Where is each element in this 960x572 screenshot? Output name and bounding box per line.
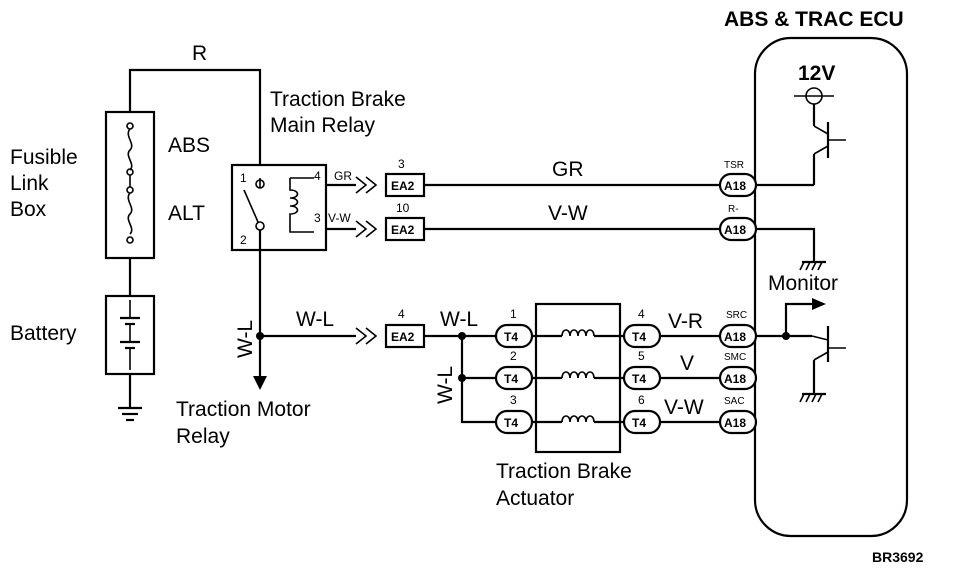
monitor-label: Monitor: [768, 272, 838, 295]
main-relay-box: [230, 163, 328, 252]
svg-text:EA2: EA2: [391, 330, 415, 344]
wire-r-feed: [128, 68, 262, 178]
actuator-coil-icon-1: [532, 329, 624, 338]
battery-cells: [120, 300, 140, 370]
svg-text:EA2: EA2: [391, 179, 415, 193]
wire-label-wl-branch: W-L: [434, 366, 457, 404]
signal-smc: SMC: [724, 352, 746, 363]
svg-text:T4: T4: [632, 416, 646, 430]
fusible-link-label-2: Link: [10, 172, 49, 195]
arrow-right-icon: [812, 298, 826, 310]
connector-a18-tsr: A18: [718, 172, 758, 198]
supply-terminal-icon: [794, 87, 834, 126]
fusible-link-label-1: Fusible: [10, 146, 78, 169]
fuse-label-abs: ABS: [168, 134, 210, 157]
main-relay-label-1: Traction Brake: [270, 88, 406, 111]
connector-a18-sac: A18: [718, 409, 758, 435]
signal-tsr: TSR: [724, 160, 744, 171]
wire-label-vw-short: V-W: [328, 211, 351, 225]
wire-label-relay-wl: W-L: [234, 320, 257, 358]
wire-label-r: R: [192, 42, 207, 65]
connector-t4-out-6: T4: [622, 409, 662, 435]
connector-t4-out-4: T4: [622, 323, 662, 349]
ground-icon: [118, 406, 142, 422]
wire-label-vw: V-W: [548, 202, 588, 225]
ground-icon-ecu-lower: [799, 392, 826, 403]
connector-t4-in-2: T4: [494, 365, 534, 391]
svg-text:A18: A18: [724, 179, 746, 193]
relay-coil-icon: [289, 177, 314, 233]
ecu-title: ABS & TRAC ECU: [724, 8, 904, 31]
wire-label-wl-to-connector: W-L: [296, 308, 334, 331]
relay-pin-3: 3: [314, 211, 321, 225]
svg-text:A18: A18: [724, 416, 746, 430]
ecu-box: [753, 36, 909, 538]
connector-t4-in-3: T4: [494, 409, 534, 435]
relay-pin-2: 2: [240, 233, 247, 247]
connector-t4-in-1-pin: 1: [510, 307, 517, 321]
connector-t4-out-4-pin: 4: [638, 307, 645, 321]
connector-a18-src: A18: [718, 323, 758, 349]
wire-label-gr: GR: [552, 158, 584, 181]
transistor-icon-upper: [812, 122, 846, 185]
connector-t4-out-6-pin: 6: [638, 393, 645, 407]
actuator-label-2: Actuator: [496, 487, 574, 510]
relay-contacts: [243, 178, 265, 231]
wire-label-vr: V-R: [668, 310, 703, 333]
motor-relay-label-1: Traction Motor: [176, 398, 311, 421]
signal-r: R-: [728, 204, 739, 215]
connector-a18-smc: A18: [718, 365, 758, 391]
actuator-coil-icon-3: [532, 415, 624, 424]
connector-ea2-top-pin: 3: [398, 157, 405, 171]
ecu-supply-label: 12V: [798, 62, 835, 85]
relay-pin-4: 4: [314, 169, 321, 183]
svg-text:T4: T4: [504, 372, 518, 386]
signal-src: SRC: [726, 310, 747, 321]
connector-t4-in-2-pin: 2: [510, 349, 517, 363]
connector-t4-out-5-pin: 5: [638, 349, 645, 363]
main-relay-label-2: Main Relay: [270, 114, 376, 137]
svg-text:A18: A18: [724, 330, 746, 344]
wire-label-wl-after: W-L: [440, 308, 478, 331]
connector-t4-out-5: T4: [622, 365, 662, 391]
connector-t4-in-3-pin: 3: [510, 393, 517, 407]
svg-text:A18: A18: [724, 223, 746, 237]
fuse-label-alt: ALT: [168, 202, 205, 225]
battery-label: Battery: [10, 322, 77, 345]
connector-a18-r: A18: [718, 216, 758, 242]
svg-text:EA2: EA2: [391, 223, 415, 237]
svg-text:A18: A18: [724, 372, 746, 386]
motor-relay-label-2: Relay: [176, 425, 230, 448]
svg-text:T4: T4: [504, 330, 518, 344]
svg-text:T4: T4: [504, 416, 518, 430]
wire-label-vw-act: V-W: [664, 396, 704, 419]
signal-sac: SAC: [724, 396, 745, 407]
fusible-link-label-3: Box: [10, 198, 47, 221]
relay-pin-1: 1: [240, 171, 247, 185]
connector-ea2-low-pin: 4: [398, 307, 405, 321]
svg-text:T4: T4: [632, 330, 646, 344]
connector-ea2-low: EA2: [384, 323, 426, 349]
figure-code: BR3692: [872, 549, 924, 565]
wire-label-v: V: [680, 352, 694, 375]
ground-icon-ecu: [799, 260, 826, 271]
connector-ea2-mid: EA2: [384, 216, 426, 242]
actuator-coil-icon-2: [532, 371, 624, 380]
arrow-down-icon: [253, 376, 267, 390]
transistor-icon-lower: [811, 326, 846, 394]
actuator-label-1: Traction Brake: [496, 460, 632, 483]
wire-label-gr-short: GR: [334, 169, 352, 183]
connector-ea2-mid-pin: 10: [396, 201, 410, 215]
svg-text:T4: T4: [632, 372, 646, 386]
connector-ea2-top: EA2: [384, 172, 426, 198]
connector-t4-in-1: T4: [494, 323, 534, 349]
